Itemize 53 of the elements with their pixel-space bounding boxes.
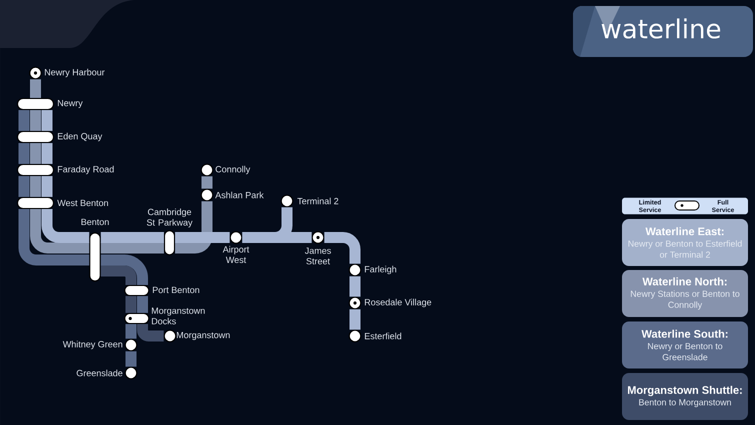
track-line [350, 276, 360, 297]
station-name: Airport West [222, 246, 250, 264]
station-name: Cambridge St Parkway [146, 208, 192, 228]
station-name: Morganstown [176, 332, 230, 340]
route-card: Morganstown Shuttle: Benton to Morganstown [622, 373, 748, 420]
track-line [42, 143, 52, 164]
track-line [42, 176, 52, 197]
track-line [30, 143, 41, 164]
track-line [30, 209, 90, 254]
station-name: Farleigh [364, 266, 396, 274]
track-line [42, 110, 52, 131]
route-card: Waterline East: Newry or Benton to Esterfield or Terminal 2 [622, 219, 748, 266]
track-line [42, 209, 90, 243]
track-line [18, 110, 30, 131]
track-line [126, 324, 136, 339]
station-name: Newry [58, 100, 83, 108]
station-name: James Street [304, 248, 331, 264]
route-card: Waterline North: Newry Stations or Benton to Connolly [622, 270, 748, 317]
track-line [126, 296, 136, 313]
station-name: West Benton [57, 200, 108, 206]
track-line [350, 309, 360, 330]
track-line [175, 201, 212, 254]
station-name: Eden Quay [58, 132, 102, 142]
route-card: Waterline South: Newry or Benton to Greenslade [622, 322, 748, 368]
track-line [100, 266, 136, 285]
station-name: Whitney Green [62, 340, 122, 350]
track-line [30, 79, 41, 98]
station-name: Ashlan Park [215, 192, 264, 198]
station-name: Greenslade [76, 370, 122, 376]
track-line [137, 296, 148, 313]
track-line [100, 232, 164, 243]
station-name: Rosedale Village [364, 298, 432, 308]
title-banner: waterline [573, 6, 753, 57]
station-name: Newry Harbour [44, 68, 105, 78]
track-line [100, 242, 164, 254]
track-line [175, 232, 230, 243]
track-line [18, 176, 30, 197]
track-line [18, 143, 30, 164]
track-line [100, 254, 148, 285]
station-name: Morganstown Docks [152, 308, 205, 324]
track-line [242, 232, 312, 243]
station-name: Benton [81, 218, 109, 226]
station-name: Port Benton [152, 286, 200, 294]
track-line [324, 232, 360, 264]
track-line [30, 110, 41, 131]
station-name: Terminal 2 [297, 198, 338, 204]
station-name: Connolly [216, 166, 250, 174]
track-line [202, 176, 212, 189]
track-line [126, 351, 136, 367]
station-name: Faraday Road [58, 166, 114, 174]
track-line [30, 176, 41, 197]
track-line [18, 209, 90, 266]
station-name: Esterfield [364, 332, 402, 340]
